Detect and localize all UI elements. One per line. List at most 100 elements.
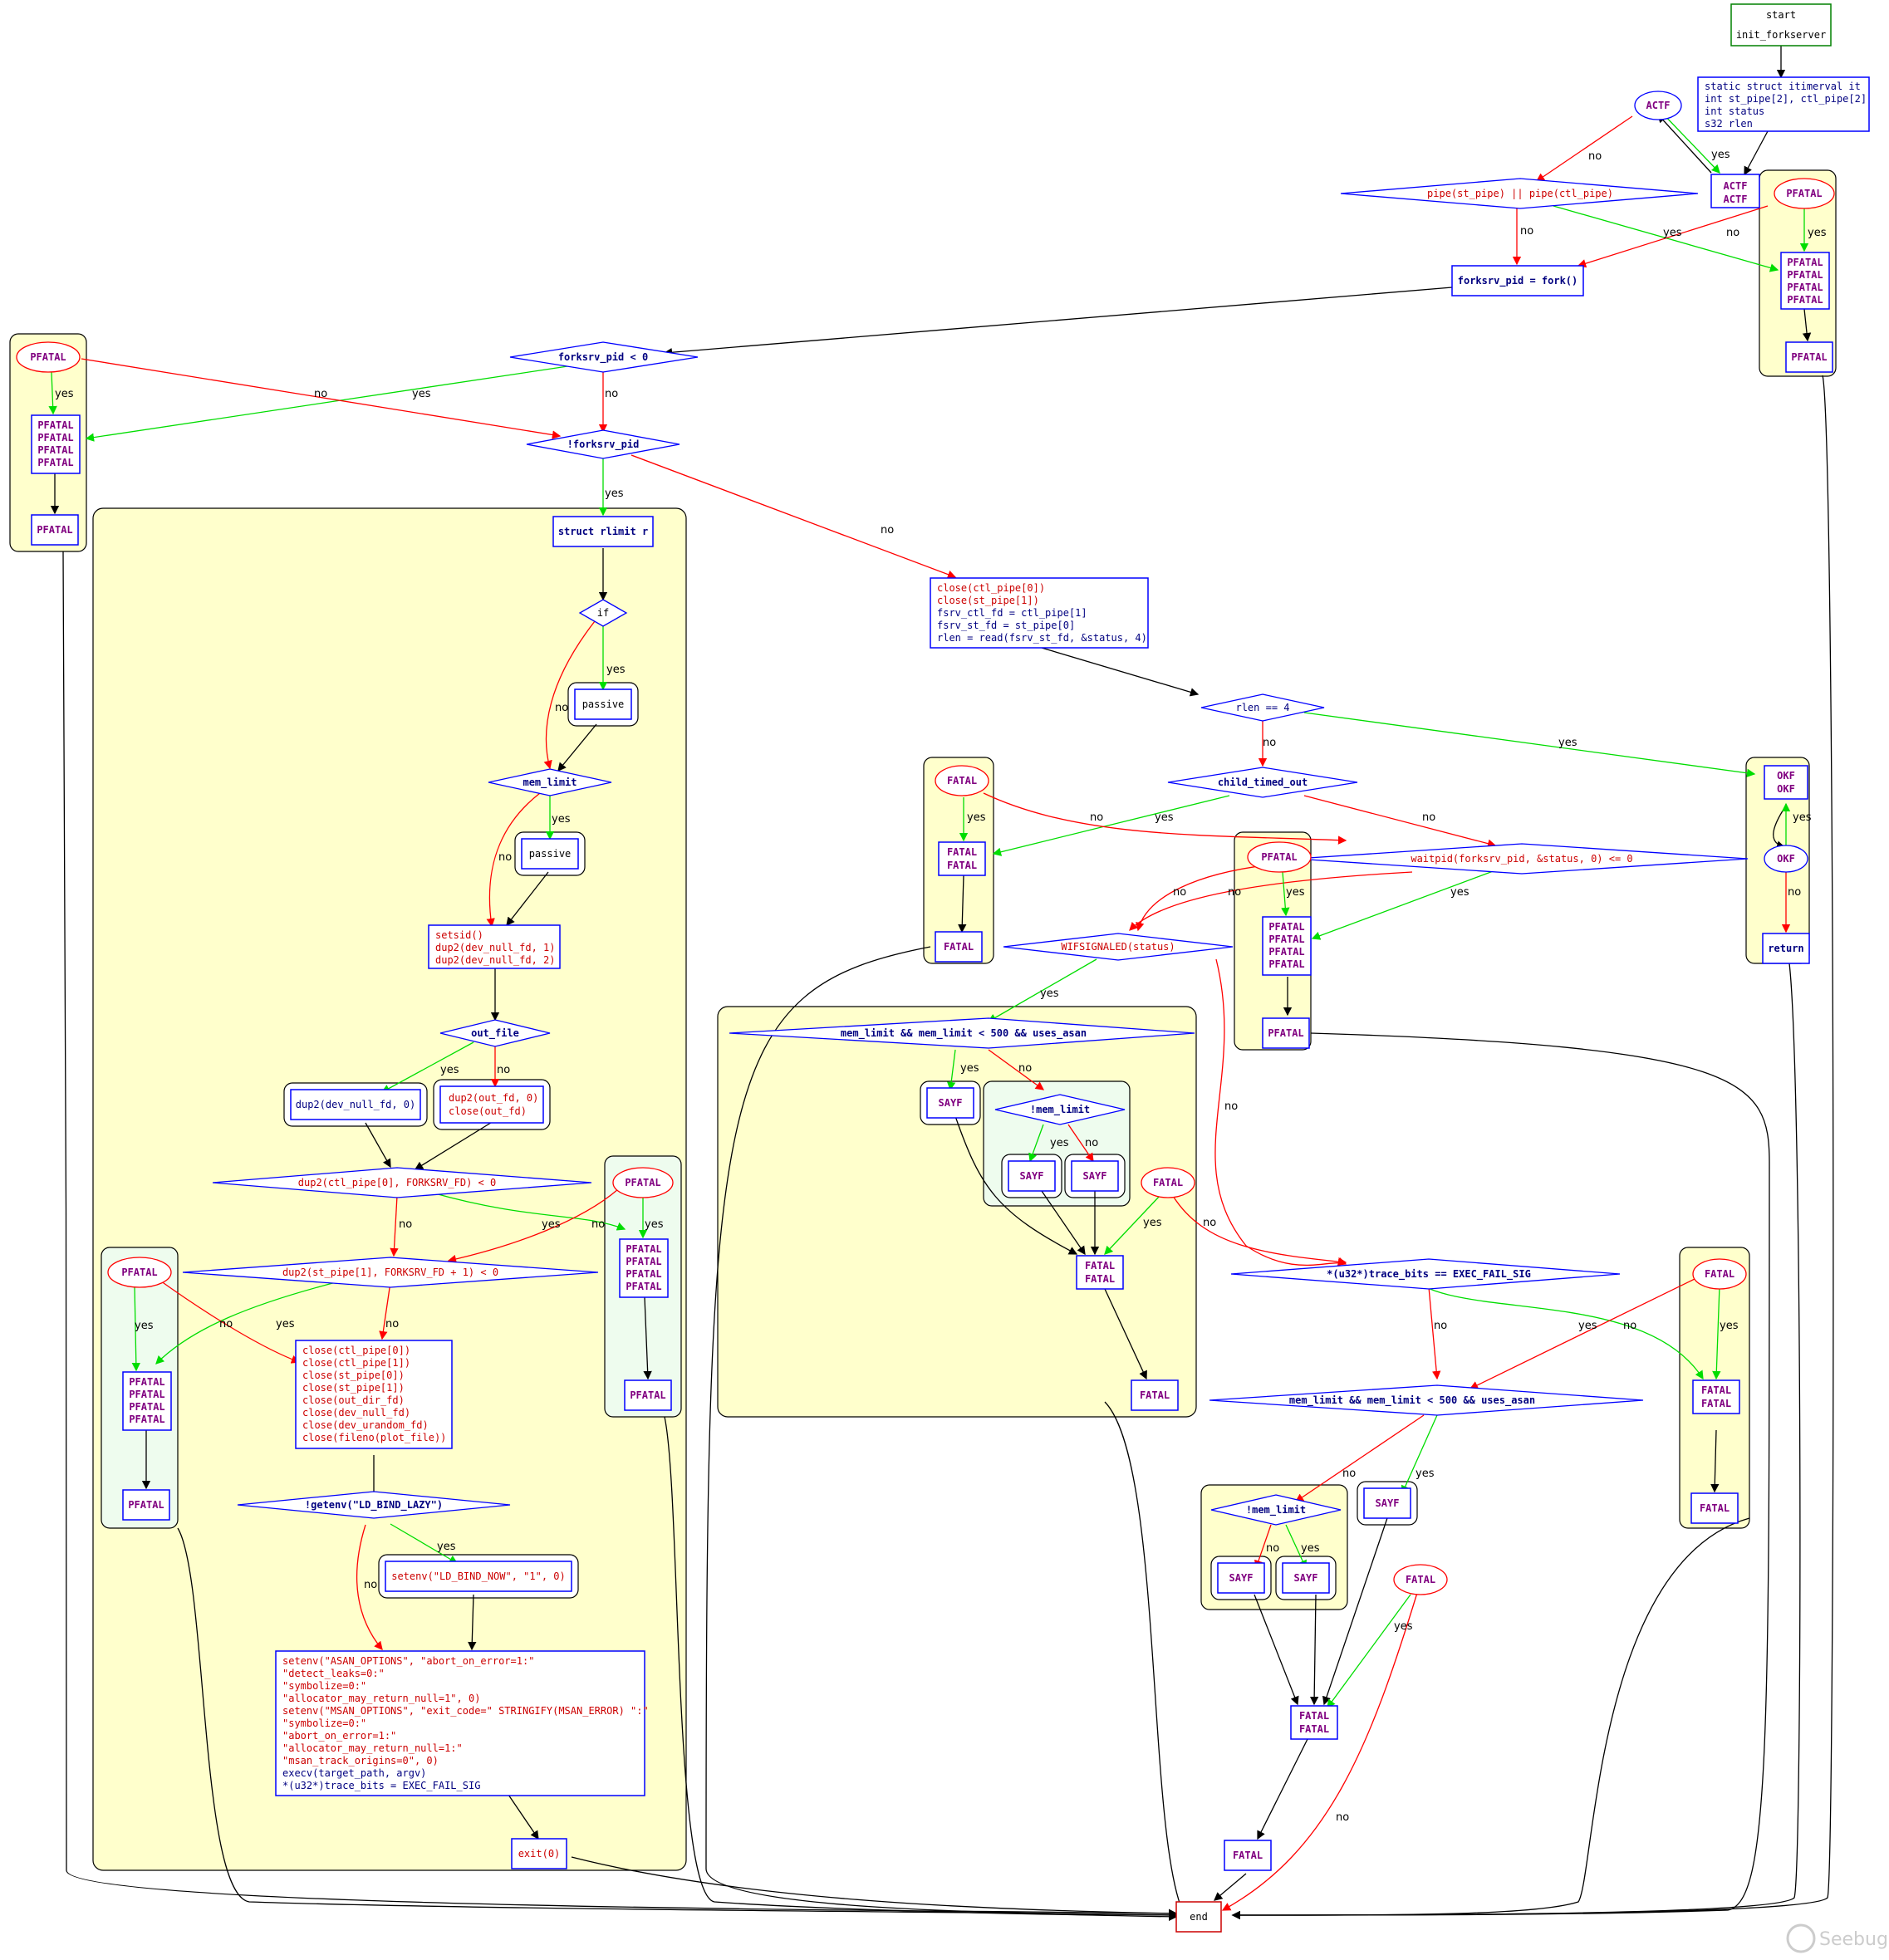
not-forksrv-diamond xyxy=(526,429,680,459)
pfatal-stack-line: PFATAL xyxy=(1268,946,1304,958)
setsid-line: dup2(dev_null_fd, 2) xyxy=(435,954,556,966)
sayf-node xyxy=(1282,1562,1330,1594)
closes-node xyxy=(295,1340,453,1449)
setenv-line: execv(target_path, argv) xyxy=(282,1767,426,1779)
edge-label-yes: yes xyxy=(412,388,431,400)
setenv-line: setenv("MSAN_OPTIONS", "exit_code=" STRI… xyxy=(282,1705,649,1717)
pfatal-oval-label: PFATAL xyxy=(625,1177,660,1188)
edge-label-yes: yes xyxy=(542,1218,561,1231)
dup-null-label: dup2(dev_null_fd, 0) xyxy=(296,1099,416,1110)
edge-label-yes: yes xyxy=(135,1320,154,1332)
edge xyxy=(946,1049,956,1091)
edge xyxy=(1577,205,1769,268)
edge xyxy=(1172,1195,1347,1267)
dup-out-node xyxy=(439,1085,544,1124)
pfatal-stack xyxy=(1262,916,1312,976)
actf-line-1: ACTF xyxy=(1724,180,1748,192)
fatal-stack-line-1: FATAL xyxy=(1299,1710,1329,1722)
pfatal-oval-label: PFATAL xyxy=(121,1267,157,1278)
waitpid-diamond xyxy=(1295,843,1749,875)
pfatal-stack-line: PFATAL xyxy=(37,419,73,431)
pfatal-stack-line: PFATAL xyxy=(1787,294,1823,306)
edge xyxy=(81,358,562,439)
edge xyxy=(414,1120,494,1170)
passive-node xyxy=(521,838,579,870)
pfatal-oval xyxy=(16,341,81,373)
edge-label-yes: yes xyxy=(960,1062,979,1075)
closes-line: close(ctl_pipe[0]) xyxy=(302,1345,410,1356)
setenv-line: "abort_on_error=1:" xyxy=(282,1730,396,1742)
edge xyxy=(1309,1594,1319,1706)
rlen-label: rlen == 4 xyxy=(1235,702,1289,713)
return-node xyxy=(1762,933,1810,964)
edge-label-no: no xyxy=(1203,1217,1216,1229)
closes-lines: close(ctl_pipe[0])close(ctl_pipe[1])clos… xyxy=(302,1345,446,1443)
edge xyxy=(543,620,596,770)
edge xyxy=(987,958,1097,1022)
dup-st-diamond xyxy=(182,1257,599,1288)
edge xyxy=(1411,1278,1704,1380)
fatal-final-label: FATAL xyxy=(1233,1850,1263,1861)
edge-label-yes: yes xyxy=(55,388,74,400)
edge xyxy=(1311,870,1496,940)
actf-oval xyxy=(1634,91,1682,120)
fatal-oval xyxy=(1141,1167,1195,1198)
edge xyxy=(1535,115,1633,182)
edge xyxy=(447,1188,619,1264)
edge xyxy=(506,871,549,927)
pfatal-stack-line: PFATAL xyxy=(1268,933,1304,945)
fatal-stack xyxy=(1692,1379,1740,1414)
edge xyxy=(1303,712,1756,777)
fatal-final xyxy=(1224,1840,1272,1871)
pfatal-stack-line: PFATAL xyxy=(129,1401,164,1413)
fatal-stack-line-2: FATAL xyxy=(1299,1723,1329,1735)
passive-label: passive xyxy=(529,848,572,860)
edge-label-no: no xyxy=(1788,886,1801,899)
pfatal-stack-line: PFATAL xyxy=(626,1268,661,1280)
edge xyxy=(1129,871,1413,931)
edge xyxy=(664,1416,1178,1922)
edge xyxy=(630,454,957,579)
fatal-final-label: FATAL xyxy=(1140,1389,1170,1401)
not-mem-limit-label: !mem_limit xyxy=(1030,1104,1090,1116)
rlimit-node xyxy=(552,516,654,547)
fatal-stack-line-1: FATAL xyxy=(1085,1260,1115,1272)
setenv-line: setenv("ASAN_OPTIONS", "abort_on_error=1… xyxy=(282,1655,534,1667)
pfatal-stack xyxy=(31,414,81,474)
pfatal-stack-line: PFATAL xyxy=(37,444,73,456)
edge-label-yes: yes xyxy=(1578,1320,1597,1332)
edge-label-yes: yes xyxy=(1040,987,1059,1000)
actf-line-2: ACTF xyxy=(1724,194,1748,205)
sayf-label: SAYF xyxy=(1229,1572,1254,1584)
edge-label-yes: yes xyxy=(552,813,571,826)
edge xyxy=(1136,863,1280,932)
forksrv-lt-label: forksrv_pid < 0 xyxy=(558,351,648,364)
edge-label-no: no xyxy=(498,851,512,864)
edge-label-no: no xyxy=(1018,1062,1032,1075)
declarations-node xyxy=(1697,76,1870,132)
pfatal-stack-line: PFATAL xyxy=(129,1414,164,1425)
if-label: if xyxy=(597,607,609,619)
pfatal-stack-line: PFATAL xyxy=(1268,921,1304,933)
fatal-stack-line-1: FATAL xyxy=(947,846,977,858)
setsid-line: dup2(dev_null_fd, 1) xyxy=(435,942,556,953)
mem-limit-diamond xyxy=(488,768,612,796)
edge-label-no: no xyxy=(1434,1320,1447,1332)
edge xyxy=(1281,871,1290,917)
fatal-oval xyxy=(935,765,989,796)
edge xyxy=(1428,1286,1441,1380)
setenv-block-node xyxy=(275,1650,645,1796)
parent-line: close(ctl_pipe[0]) xyxy=(937,582,1045,594)
edge xyxy=(1214,958,1347,1267)
actf-node xyxy=(1710,174,1760,208)
pfatal-stack-line: PFATAL xyxy=(37,432,73,443)
setenv-now-node xyxy=(385,1561,572,1592)
edge xyxy=(1254,1594,1299,1706)
edge xyxy=(1214,1873,1247,1901)
edge xyxy=(1041,647,1200,697)
closes-line: close(ctl_pipe[1]) xyxy=(302,1357,410,1369)
edge xyxy=(1327,1594,1411,1709)
